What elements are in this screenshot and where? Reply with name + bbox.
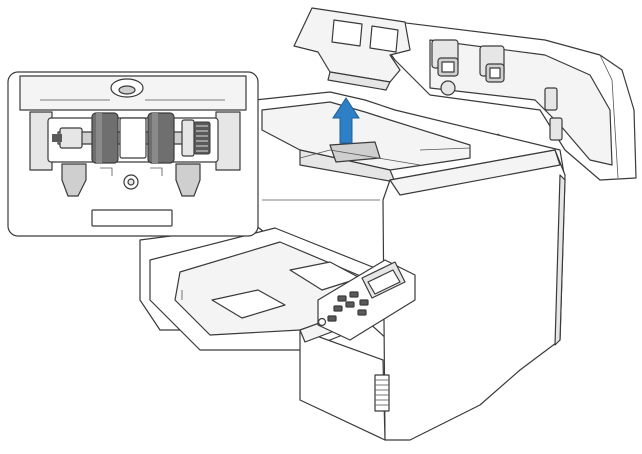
panel-button: [327, 315, 337, 322]
feed-roller-right: [147, 112, 175, 164]
roller-assembly: [47, 112, 219, 164]
cover-roller-bracket-right: [479, 45, 505, 83]
vent-grille: [374, 374, 390, 412]
drive-gear: [193, 121, 211, 155]
panel-button: [357, 309, 367, 316]
top-cover-open: [364, 17, 637, 181]
cover-roller-bracket-left: [431, 39, 459, 96]
feeder-flap: [293, 7, 411, 91]
control-panel: [317, 259, 416, 341]
feed-roller-left: [91, 112, 119, 164]
power-button: [317, 317, 327, 327]
panel-button: [359, 299, 369, 306]
panel-button: [345, 301, 355, 308]
panel-button: [333, 305, 343, 312]
front-tower: [299, 149, 566, 441]
lift-up-arrow: [332, 97, 360, 144]
panel-button: [337, 295, 347, 302]
roller-inset-callout: [7, 71, 259, 237]
panel-button: [349, 291, 359, 298]
